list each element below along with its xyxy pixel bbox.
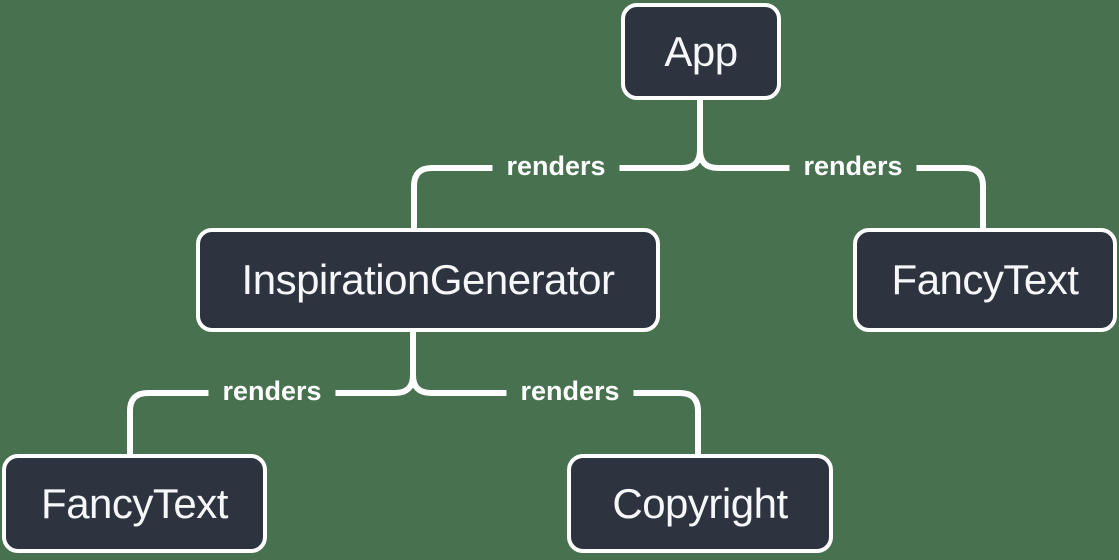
edge-label-renders-inspirationgenerator-copyright: renders (506, 375, 634, 409)
edge-label-renders-app-fancytext: renders (789, 150, 917, 184)
node-fancytext-top: FancyText (853, 228, 1117, 332)
node-app: App (621, 3, 781, 100)
edge-label-renders-inspirationgenerator-fancytext: renders (208, 375, 336, 409)
node-copyright: Copyright (567, 454, 833, 553)
edge-label-renders-app-inspirationgenerator: renders (492, 150, 620, 184)
node-fancytext-bottom: FancyText (2, 454, 267, 553)
node-inspiration-generator: InspirationGenerator (196, 228, 660, 332)
